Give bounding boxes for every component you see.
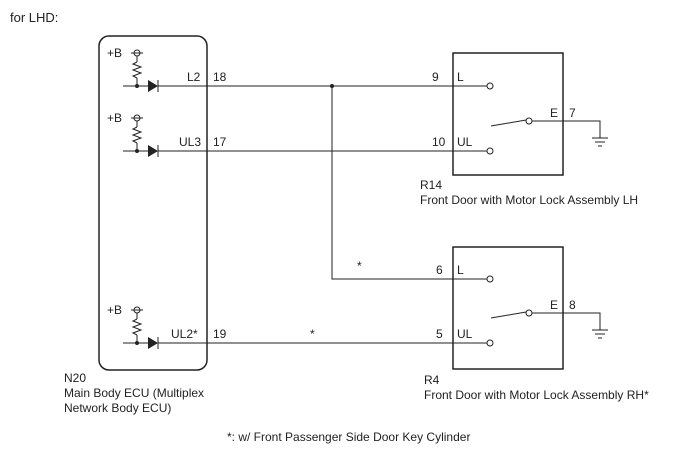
ecu-signal-label: L2	[187, 70, 201, 84]
terminal-pin-number: 6	[436, 263, 443, 277]
ecu-pin-number: 19	[213, 327, 227, 341]
option-mark: *	[310, 327, 315, 341]
ecu-circuit-ul3: +B	[107, 111, 207, 157]
diagram-title: for LHD:	[10, 10, 58, 25]
rh-door-lock-assembly: 6 L 5 UL E 8	[436, 246, 608, 370]
supply-label: +B	[107, 46, 122, 60]
terminal-label: UL	[457, 135, 473, 149]
lh-assembly-code: R14	[420, 178, 442, 192]
terminal-label: E	[550, 298, 558, 312]
terminal-pin-number: 10	[432, 135, 446, 149]
rh-assembly-name: Front Door with Motor Lock Assembly RH*	[424, 388, 649, 402]
ground-icon	[592, 137, 608, 147]
lh-assembly-name: Front Door with Motor Lock Assembly LH	[420, 193, 638, 207]
ecu-box	[98, 35, 208, 371]
ecu-code: N20	[64, 371, 86, 385]
diode-icon	[148, 337, 158, 349]
footnote: *: w/ Front Passenger Side Door Key Cyli…	[227, 430, 470, 444]
rh-assembly-code: R4	[424, 373, 440, 387]
ecu-pin-number: 18	[213, 70, 227, 84]
terminal-pin-number: 8	[569, 298, 576, 312]
ground-icon	[592, 329, 608, 339]
lh-door-lock-assembly: 9 L 10 UL E 7	[432, 52, 608, 176]
ecu-circuit-ul2: +B	[107, 303, 207, 349]
switch-blade	[490, 311, 527, 319]
terminal-label: L	[457, 70, 464, 84]
switch-blade	[490, 119, 527, 127]
diode-icon	[148, 80, 158, 92]
ecu-pin-number: 17	[213, 135, 227, 149]
terminal-label: E	[550, 106, 558, 120]
ecu-signal-label: UL3	[179, 135, 201, 149]
terminal-label: L	[457, 263, 464, 277]
ecu-name-line1: Main Body ECU (Multiplex	[64, 386, 204, 400]
wire-l-branch	[331, 86, 453, 280]
supply-label: +B	[107, 111, 122, 125]
terminal-pin-number: 5	[436, 327, 443, 341]
terminal-pin-number: 7	[569, 106, 576, 120]
supply-label: +B	[107, 303, 122, 317]
terminal-label: UL	[457, 327, 473, 341]
terminal-pin-number: 9	[432, 70, 439, 84]
ecu-name-line2: Network Body ECU)	[64, 401, 171, 415]
ecu-signal-label: UL2*	[171, 327, 198, 341]
ecu-circuit-l2: +B	[107, 46, 207, 92]
diode-icon	[148, 145, 158, 157]
option-mark: *	[357, 259, 362, 273]
